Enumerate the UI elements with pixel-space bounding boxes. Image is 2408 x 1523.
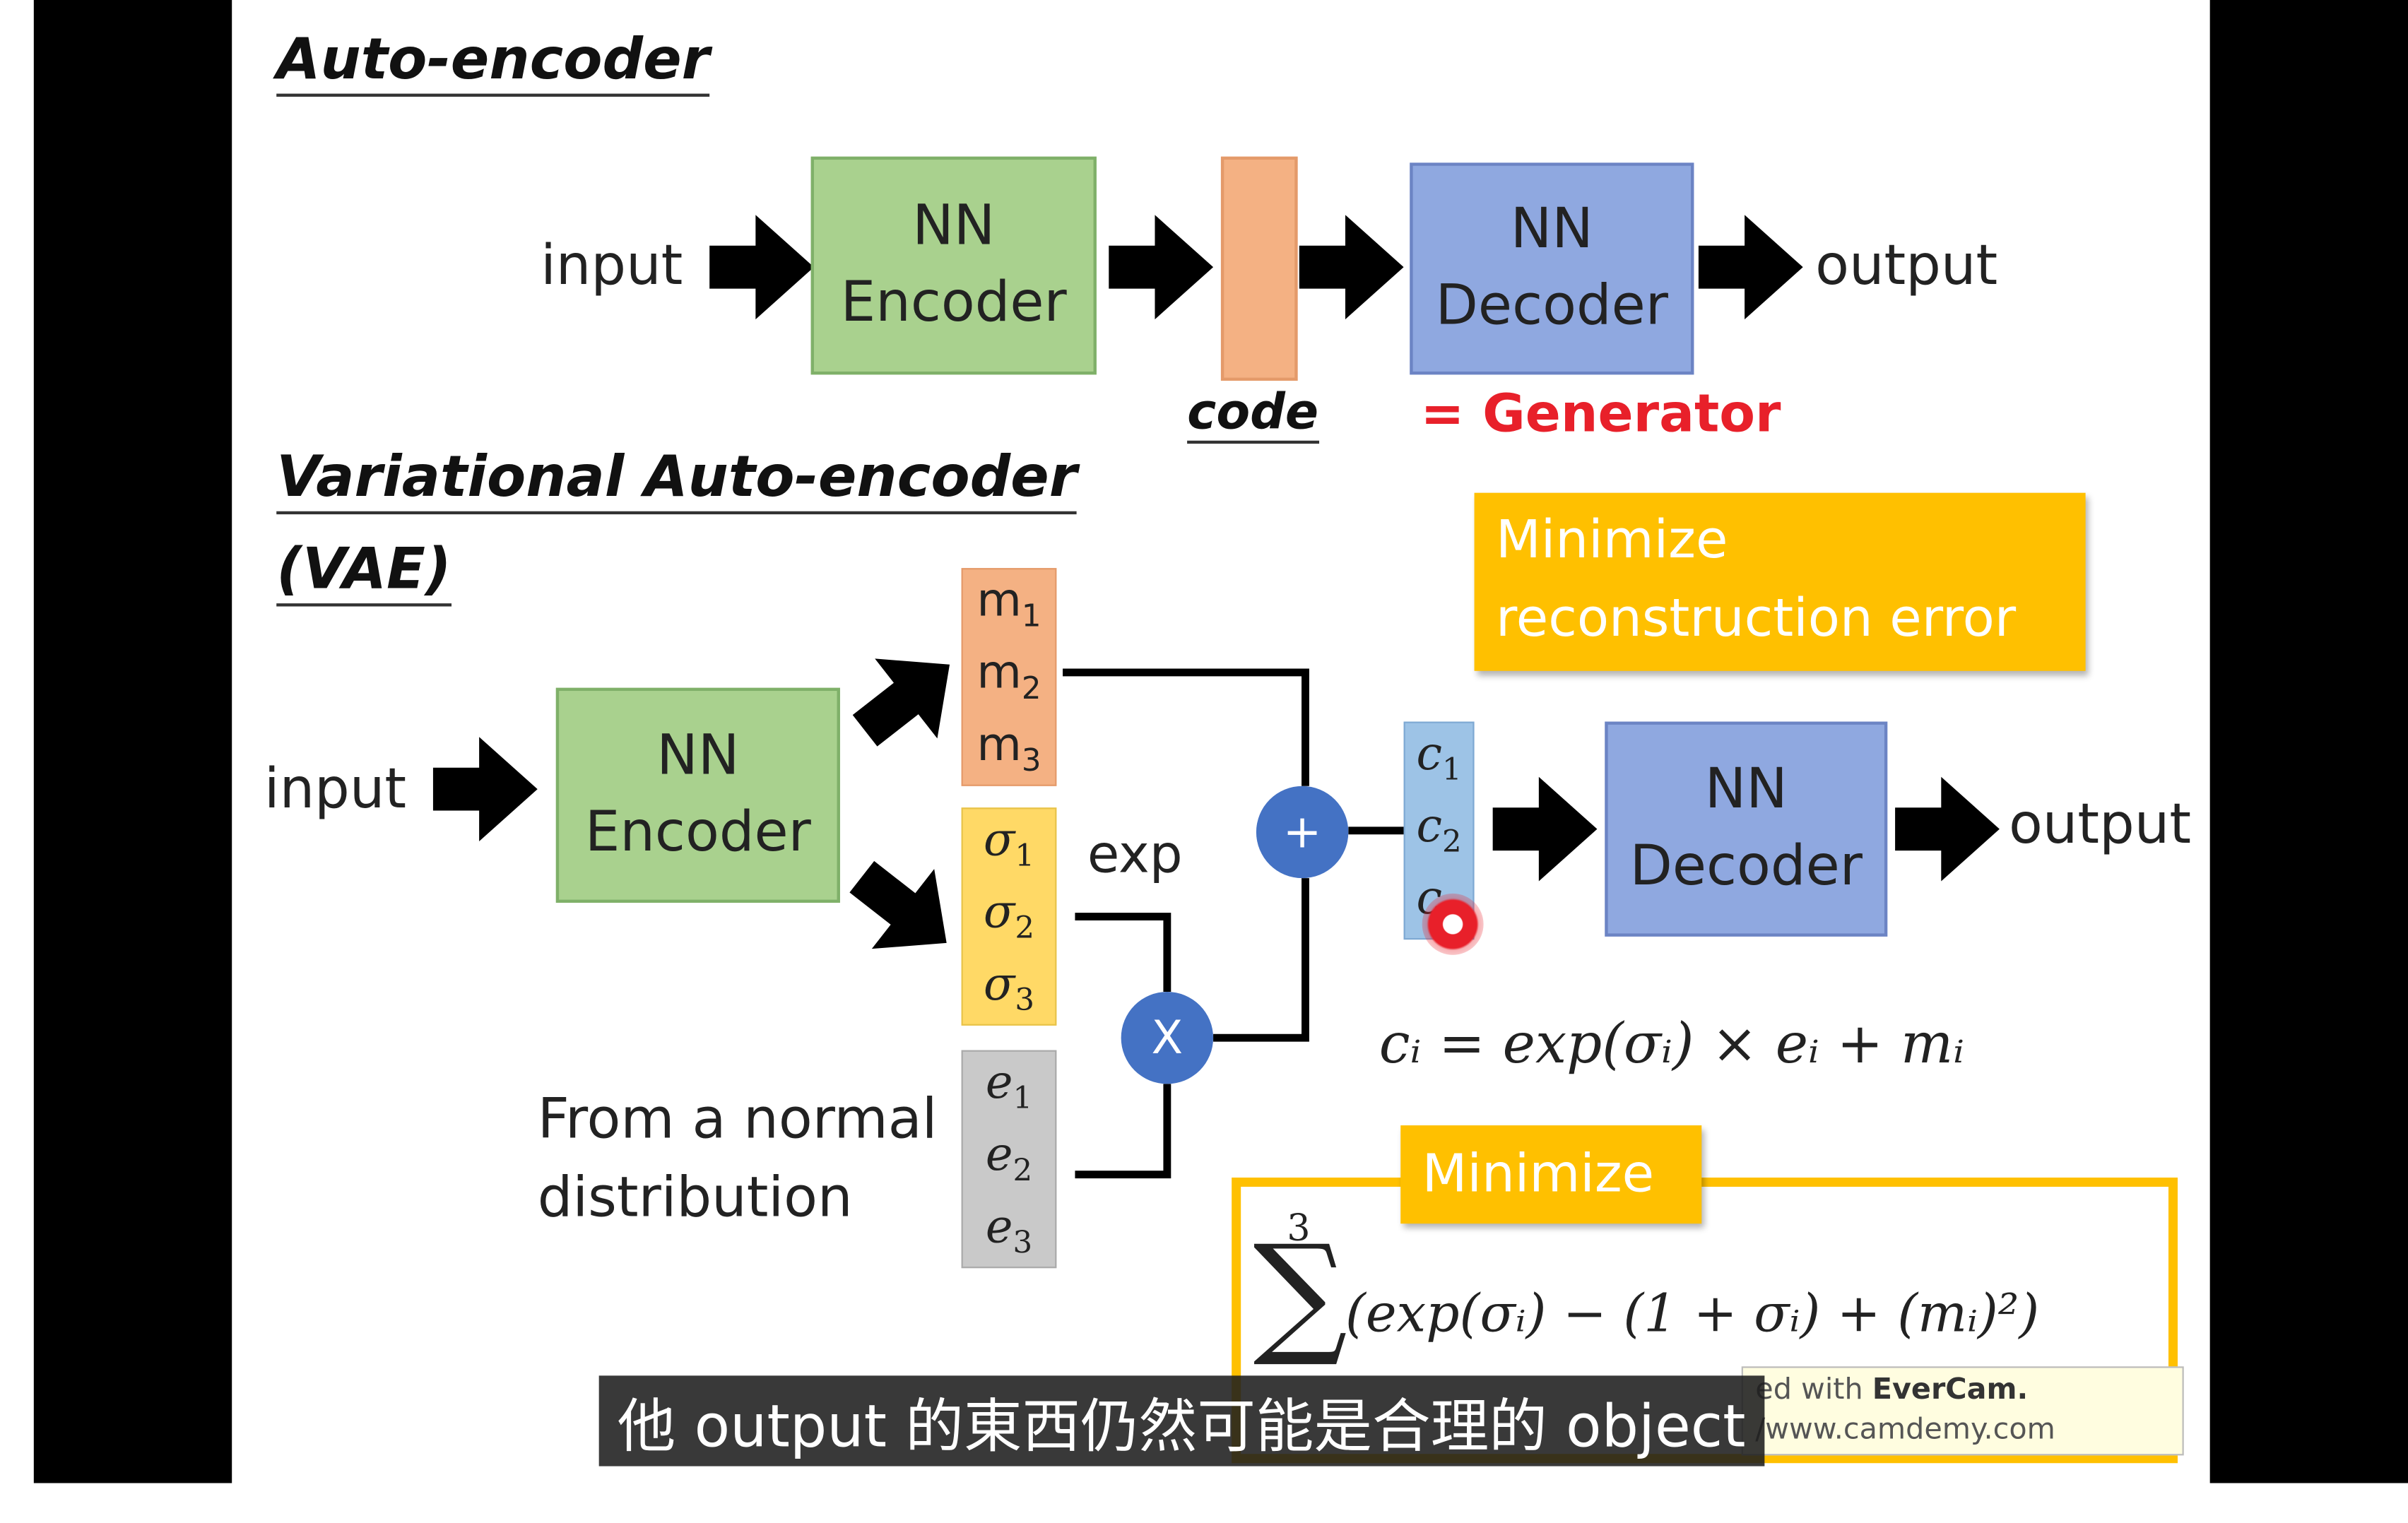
vae-decoder-line1: NN <box>1704 757 1788 821</box>
arrow-encoder-to-sigma <box>849 860 947 949</box>
ae-output-label: output <box>1815 235 1998 298</box>
arrow-vae-input-to-encoder <box>432 737 538 842</box>
vae-nn-encoder-box: NN Encoder <box>555 687 840 903</box>
ae-nn-decoder-box: NN Decoder <box>1410 162 1694 375</box>
ae-nn-encoder-box: NN Encoder <box>810 156 1097 375</box>
letterbox-left <box>33 0 232 1483</box>
arrow-c-to-decoder <box>1492 776 1598 882</box>
sum-upper-limit: 3 <box>1287 1207 1311 1250</box>
ae-input-label: input <box>541 235 683 298</box>
ae-code-bar <box>1220 156 1298 381</box>
watermark-line2: /www.camdemy.com <box>1755 1411 2055 1446</box>
reparameterization-formula: cᵢ = exp(σᵢ) × eᵢ + mᵢ <box>1379 1013 1965 1077</box>
vae-encoder-line1: NN <box>656 723 740 788</box>
sigma-item: σ2 <box>983 886 1035 946</box>
kl-term-expression: (exp(σᵢ) − (1 + σᵢ) + (mᵢ)²) <box>1345 1283 2040 1345</box>
sigma-vector: σ1 σ2 σ3 <box>961 807 1057 1026</box>
arrow-decoder-to-vae-output <box>1895 776 2000 882</box>
vae-output-label: output <box>2008 793 2192 857</box>
code-item: c2 <box>1416 800 1462 860</box>
mean-item: m2 <box>976 646 1041 706</box>
arrow-decoder-to-output <box>1698 215 1803 320</box>
ae-code-label: code <box>1187 384 1319 444</box>
minimize-recon-line1: Minimize <box>1495 509 1728 571</box>
normal-distribution-line1: From a normal <box>537 1088 938 1152</box>
line-e-to-times <box>1075 1084 1171 1179</box>
noise-item: e1 <box>985 1057 1033 1117</box>
minimize-reconstruction-box: Minimize reconstruction error <box>1474 492 2086 671</box>
sigma-item: σ3 <box>983 957 1035 1018</box>
ae-encoder-line1: NN <box>912 194 996 258</box>
vae-decoder-line2: Decoder <box>1629 835 1863 899</box>
presenter-pointer <box>1422 893 1484 955</box>
line-times-to-plus <box>1213 878 1309 1042</box>
arrow-input-to-encoder <box>709 215 814 320</box>
noise-item: e3 <box>985 1199 1033 1260</box>
plus-operator: + <box>1256 786 1349 879</box>
video-subtitle: 他 output 的東西仍然可能是合理的 object <box>598 1375 1764 1466</box>
arrow-encoder-to-code <box>1109 215 1214 320</box>
normal-distribution-line2: distribution <box>537 1166 853 1230</box>
line-sigma-to-times <box>1075 913 1171 992</box>
arrow-code-to-decoder <box>1299 215 1404 320</box>
vae-nn-decoder-box: NN Decoder <box>1605 721 1888 937</box>
vae-heading-line2: (VAE) <box>276 536 452 606</box>
vae-heading-line1: Variational Auto-encoder <box>276 444 1078 514</box>
code-item: c1 <box>1416 728 1462 788</box>
noise-item: e2 <box>985 1128 1033 1189</box>
noise-vector: e1 e2 e3 <box>961 1050 1057 1269</box>
letterbox-right <box>2209 0 2408 1483</box>
vae-encoder-line2: Encoder <box>584 801 811 865</box>
ae-decoder-line1: NN <box>1510 197 1593 261</box>
line-m-to-plus <box>1063 668 1309 786</box>
exp-label: exp <box>1087 824 1183 887</box>
vae-input-label: input <box>264 758 407 822</box>
arrow-encoder-to-m <box>852 658 950 747</box>
mean-item: m3 <box>976 718 1041 778</box>
evercam-watermark: ed with EverCam. /www.camdemy.com <box>1741 1366 2184 1456</box>
watermark-line1: ed with EverCam. <box>1755 1373 2029 1406</box>
mean-vector: m1 m2 m3 <box>961 568 1057 786</box>
minimize-recon-line2: reconstruction error <box>1495 588 2017 650</box>
autoencoder-heading: Auto-encoder <box>276 27 710 96</box>
mean-item: m1 <box>976 574 1041 635</box>
generator-label: = Generator <box>1420 384 1781 446</box>
sigma-item: σ1 <box>983 814 1035 875</box>
ae-encoder-line2: Encoder <box>840 271 1067 335</box>
minimize-kl-label: Minimize <box>1400 1125 1702 1224</box>
ae-decoder-line2: Decoder <box>1435 275 1668 338</box>
sum-symbol: ∑ <box>1253 1217 1348 1371</box>
times-operator: X <box>1121 992 1214 1084</box>
